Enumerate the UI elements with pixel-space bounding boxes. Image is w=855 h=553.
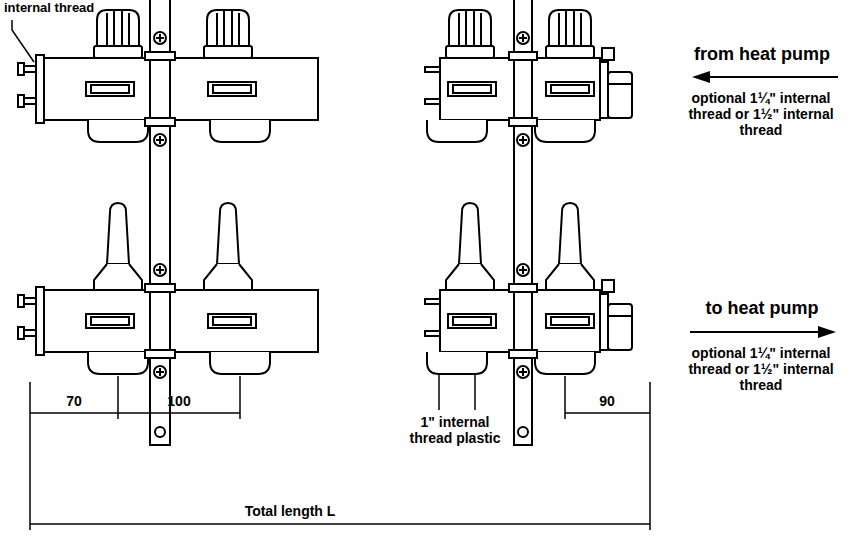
thread-option-note: optional 1¼" internal thread or 1½" inte… xyxy=(670,345,852,393)
dimension-value: 90 xyxy=(599,393,615,409)
thread-note: internal thread xyxy=(4,1,94,16)
dimension-value: Total length L xyxy=(245,503,336,519)
flow-label: from heat pump xyxy=(694,44,830,65)
thread-note: 1" internal thread plastic xyxy=(400,414,510,446)
thread-option-note: optional 1¼" internal thread or 1½" inte… xyxy=(670,90,852,138)
dimension-value: 100 xyxy=(167,393,190,409)
dimension-value: 70 xyxy=(66,393,82,409)
flow-label: to heat pump xyxy=(706,298,819,319)
